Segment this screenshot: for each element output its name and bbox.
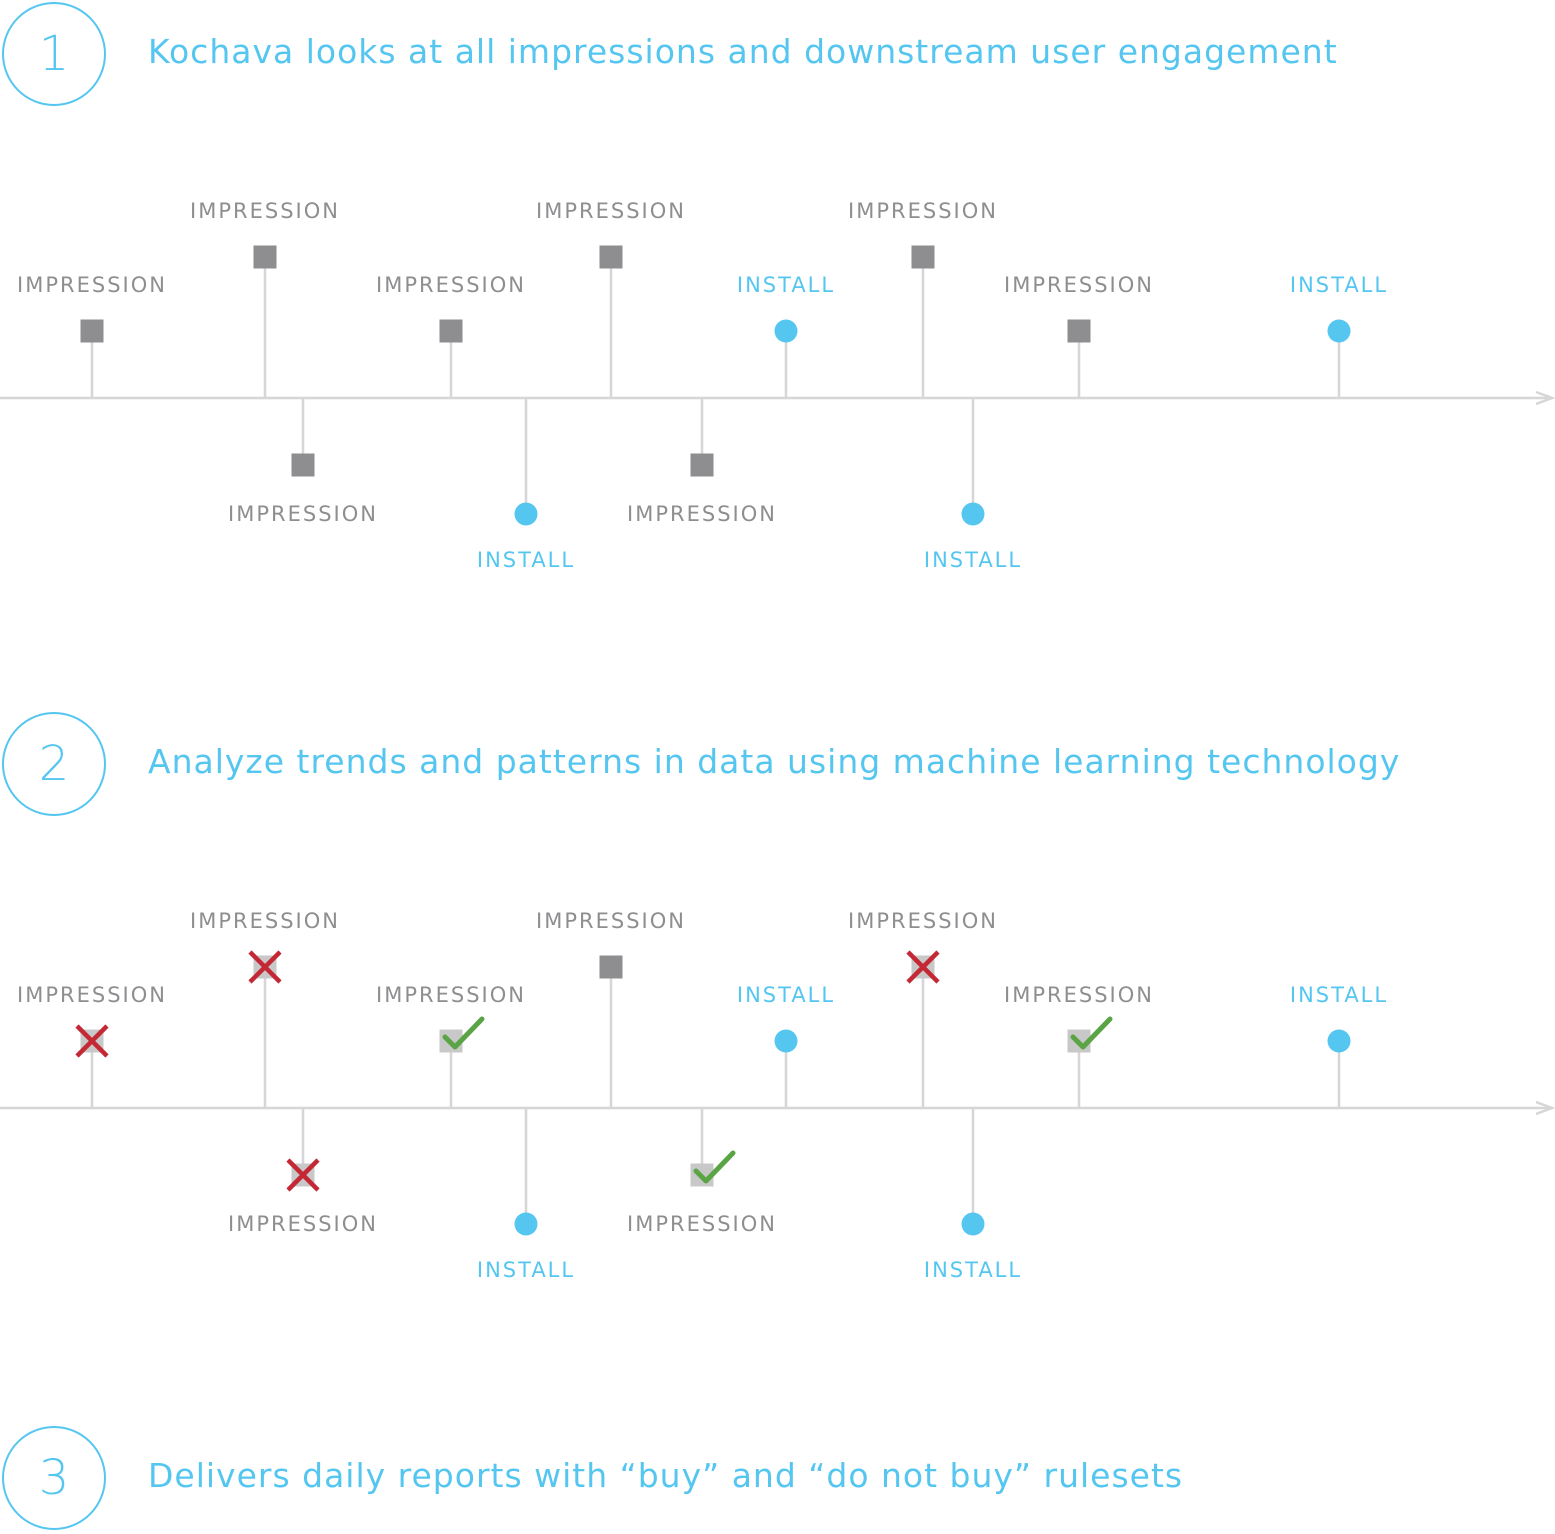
impression-event: IMPRESSION [848, 199, 998, 398]
impression-event: IMPRESSION [17, 983, 167, 1108]
impression-event: IMPRESSION [17, 273, 167, 398]
impression-marker [291, 453, 315, 477]
impression-label: IMPRESSION [627, 1212, 777, 1236]
impression-marker [253, 245, 277, 269]
impression-marker [599, 245, 623, 269]
install-marker [774, 1029, 798, 1053]
impression-event: IMPRESSION [536, 199, 686, 398]
install-event: INSTALL [477, 398, 575, 572]
impression-marker [439, 319, 463, 343]
install-label: INSTALL [477, 1258, 575, 1282]
install-marker [514, 502, 538, 526]
install-label: INSTALL [477, 548, 575, 572]
impression-label: IMPRESSION [536, 199, 686, 223]
impression-label: IMPRESSION [228, 502, 378, 526]
impression-label: IMPRESSION [17, 273, 167, 297]
timeline-arrow-icon [1535, 1100, 1555, 1116]
impression-label: IMPRESSION [848, 199, 998, 223]
impression-event: IMPRESSION [190, 909, 340, 1108]
step-3-title: Delivers daily reports with “buy” and “d… [148, 1456, 1184, 1495]
impression-label: IMPRESSION [1004, 983, 1154, 1007]
impression-event: IMPRESSION [376, 983, 526, 1108]
timeline-2: IMPRESSION IMPRESSION IMPRESSION IMPRESSION… [0, 909, 1555, 1282]
step-3-number: 3 [2, 1426, 106, 1530]
reject-x-icon [248, 950, 282, 984]
install-label: INSTALL [1290, 273, 1388, 297]
accept-check-icon [1070, 1016, 1113, 1050]
impression-label: IMPRESSION [1004, 273, 1154, 297]
install-marker [961, 502, 985, 526]
impression-marker [690, 453, 714, 477]
impression-event: IMPRESSION [627, 1108, 777, 1236]
install-marker [1327, 319, 1351, 343]
impression-event: IMPRESSION [376, 273, 526, 398]
install-marker [1327, 1029, 1351, 1053]
step-1: 1 Kochava looks at all impressions and d… [0, 0, 1555, 110]
install-event: INSTALL [477, 1108, 575, 1282]
impression-label: IMPRESSION [228, 1212, 378, 1236]
install-marker [514, 1212, 538, 1236]
impression-label: IMPRESSION [190, 199, 340, 223]
impression-label: IMPRESSION [376, 273, 526, 297]
impression-event: IMPRESSION [1004, 983, 1154, 1108]
impression-label: IMPRESSION [848, 909, 998, 933]
impression-marker [911, 245, 935, 269]
step-3: 3 Delivers daily reports with “buy” and … [0, 1424, 1555, 1534]
install-event: INSTALL [737, 983, 835, 1108]
impression-label: IMPRESSION [376, 983, 526, 1007]
install-marker [961, 1212, 985, 1236]
install-event: INSTALL [924, 1108, 1022, 1282]
install-event: INSTALL [924, 398, 1022, 572]
impression-label: IMPRESSION [627, 502, 777, 526]
step-1-number: 1 [2, 2, 106, 106]
impression-label: IMPRESSION [536, 909, 686, 933]
step-2-title: Analyze trends and patterns in data usin… [148, 742, 1401, 781]
install-event: INSTALL [737, 273, 835, 398]
step-2: 2 Analyze trends and patterns in data us… [0, 710, 1555, 820]
impression-event: IMPRESSION [190, 199, 340, 398]
impression-event: IMPRESSION [848, 909, 998, 1108]
install-event: INSTALL [1290, 273, 1388, 398]
install-label: INSTALL [737, 983, 835, 1007]
install-marker [774, 319, 798, 343]
install-event: INSTALL [1290, 983, 1388, 1108]
accept-check-icon [693, 1150, 736, 1184]
impression-event: IMPRESSION [1004, 273, 1154, 398]
reject-x-icon [75, 1024, 109, 1058]
step-2-number: 2 [2, 712, 106, 816]
impression-event: IMPRESSION [228, 398, 378, 526]
accept-check-icon [442, 1016, 485, 1050]
impression-marker [80, 319, 104, 343]
impression-label: IMPRESSION [17, 983, 167, 1007]
impression-event: IMPRESSION [627, 398, 777, 526]
impression-marker [599, 955, 623, 979]
install-label: INSTALL [924, 548, 1022, 572]
impression-marker [1067, 319, 1091, 343]
timeline-1: IMPRESSION IMPRESSION IMPRESSION IMPRESSION… [0, 199, 1555, 572]
reject-x-icon [906, 950, 940, 984]
install-label: INSTALL [1290, 983, 1388, 1007]
timeline-arrow-icon [1535, 390, 1555, 406]
impression-label: IMPRESSION [190, 909, 340, 933]
impression-event: IMPRESSION [536, 909, 686, 1108]
install-label: INSTALL [924, 1258, 1022, 1282]
impression-event: IMPRESSION [228, 1108, 378, 1236]
reject-x-icon [286, 1158, 320, 1192]
step-1-title: Kochava looks at all impressions and dow… [148, 32, 1338, 71]
install-label: INSTALL [737, 273, 835, 297]
